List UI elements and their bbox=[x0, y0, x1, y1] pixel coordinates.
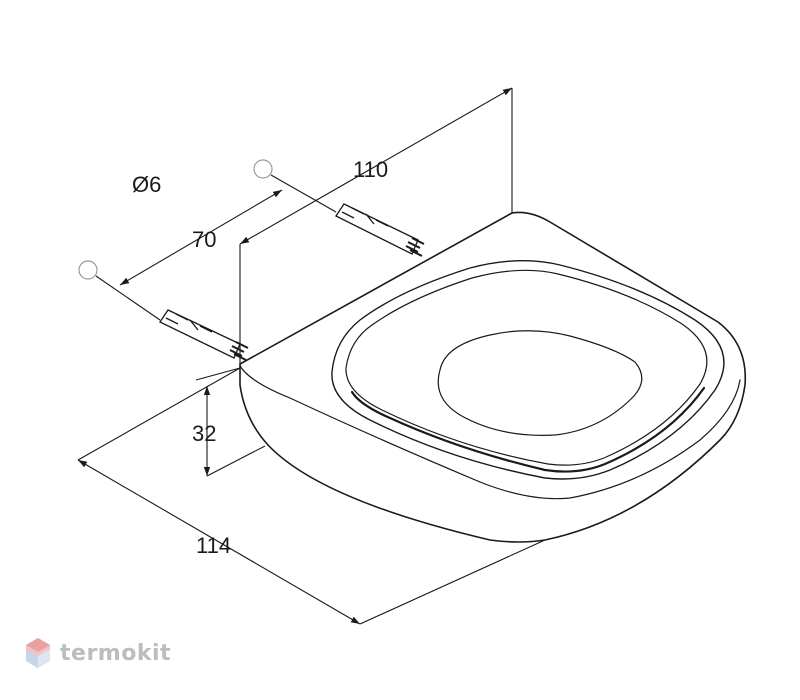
center-pad bbox=[437, 330, 643, 436]
width-label: 114 bbox=[196, 533, 231, 558]
bolt-hole-marker-left bbox=[78, 260, 98, 280]
seat-outline bbox=[239, 211, 747, 543]
bolt-left bbox=[159, 309, 249, 361]
bolt-right bbox=[335, 203, 425, 257]
termokit-logo-icon bbox=[26, 638, 50, 668]
lid-inner bbox=[345, 269, 708, 466]
watermark: termokit bbox=[24, 636, 171, 670]
toilet-seat bbox=[239, 211, 747, 543]
bolt-hole-marker-right bbox=[253, 159, 273, 179]
lid-inner-shadow bbox=[350, 386, 706, 473]
dimension-lines bbox=[77, 87, 546, 625]
lid-outer bbox=[331, 259, 725, 480]
diameter-label: Ø6 bbox=[132, 172, 161, 197]
seat-rim-edge bbox=[239, 365, 741, 500]
bolt-spacing-label: 70 bbox=[192, 227, 216, 252]
height-label: 32 bbox=[192, 421, 216, 446]
depth-label: 110 bbox=[353, 157, 388, 182]
watermark-text: termokit bbox=[60, 640, 172, 666]
